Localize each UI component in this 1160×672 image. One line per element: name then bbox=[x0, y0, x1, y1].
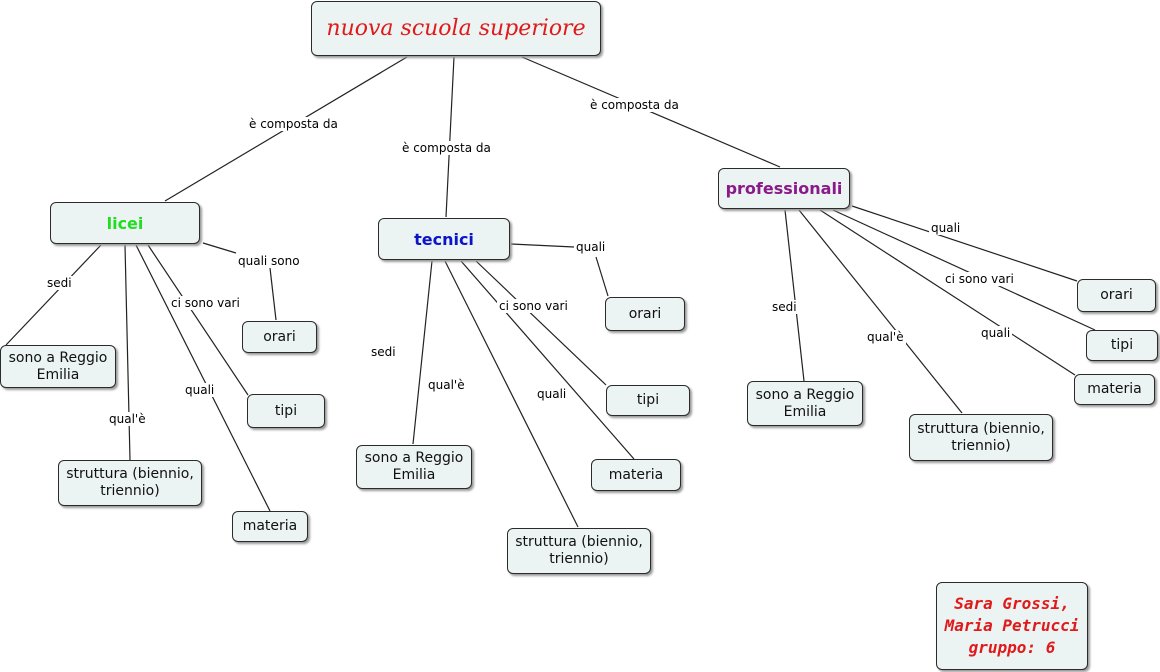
node-licei-sede[interactable]: sono a Reggio Emilia bbox=[0, 345, 116, 388]
link-label-professionali-ci-sono-vari: ci sono vari bbox=[943, 272, 1016, 286]
link-label-tecnici-sedi: sedi bbox=[369, 345, 398, 359]
link-label-licei-quali-sono: quali sono bbox=[236, 254, 302, 268]
node-tecnici-sede[interactable]: sono a Reggio Emilia bbox=[356, 445, 472, 489]
node-professionali-materia[interactable]: materia bbox=[1074, 374, 1155, 405]
node-tecnici-struttura[interactable]: struttura (biennio, triennio) bbox=[507, 528, 651, 574]
node-professionali-struttura[interactable]: struttura (biennio, triennio) bbox=[909, 414, 1053, 461]
node-licei-struttura[interactable]: struttura (biennio, triennio) bbox=[58, 460, 202, 506]
node-tecnici-orari[interactable]: orari bbox=[605, 297, 685, 331]
link-label-professionali-quale: qual'è bbox=[865, 330, 906, 344]
link-label-tecnici-quali: quali bbox=[574, 240, 608, 254]
link-label-composed-tecnici: è composta da bbox=[400, 141, 493, 155]
authors-box[interactable]: Sara Grossi, Maria Petrucci gruppo: 6 bbox=[936, 582, 1088, 670]
link-label-professionali-quali-materia: quali bbox=[979, 326, 1013, 340]
node-professionali-orari[interactable]: orari bbox=[1077, 279, 1156, 312]
node-tecnici[interactable]: tecnici bbox=[378, 218, 510, 260]
node-tecnici-materia[interactable]: materia bbox=[591, 459, 681, 491]
node-professionali[interactable]: professionali bbox=[718, 168, 850, 209]
link-label-tecnici-ci-sono-vari: ci sono vari bbox=[497, 299, 570, 313]
node-licei-tipi[interactable]: tipi bbox=[247, 394, 325, 428]
node-licei[interactable]: licei bbox=[50, 202, 200, 244]
link-label-composed-professionali: è composta da bbox=[588, 98, 681, 112]
link-label-professionali-quali-orari: quali bbox=[929, 221, 963, 235]
node-licei-orari[interactable]: orari bbox=[242, 321, 317, 353]
link-label-licei-quali: quali bbox=[183, 383, 217, 397]
title-node[interactable]: nuova scuola superiore bbox=[311, 1, 601, 56]
link-label-professionali-sedi: sedi bbox=[770, 300, 799, 314]
author-line-3: gruppo: 6 bbox=[968, 638, 1056, 657]
node-tecnici-tipi[interactable]: tipi bbox=[606, 385, 690, 416]
link-label-licei-quale: qual'è bbox=[107, 412, 148, 426]
link-label-licei-sedi: sedi bbox=[45, 276, 74, 290]
author-line-1: Sara Grossi, bbox=[954, 594, 1070, 613]
node-professionali-sede[interactable]: sono a Reggio Emilia bbox=[747, 381, 863, 426]
node-professionali-tipi[interactable]: tipi bbox=[1086, 330, 1158, 361]
link-label-tecnici-quali: quali bbox=[535, 387, 569, 401]
node-licei-materia[interactable]: materia bbox=[232, 511, 308, 542]
link-label-composed-licei: è composta da bbox=[247, 117, 340, 131]
author-line-2: Maria Petrucci bbox=[944, 616, 1080, 635]
link-label-tecnici-quale: qual'è bbox=[426, 378, 467, 392]
link-label-licei-ci-sono-vari: ci sono vari bbox=[169, 296, 242, 310]
